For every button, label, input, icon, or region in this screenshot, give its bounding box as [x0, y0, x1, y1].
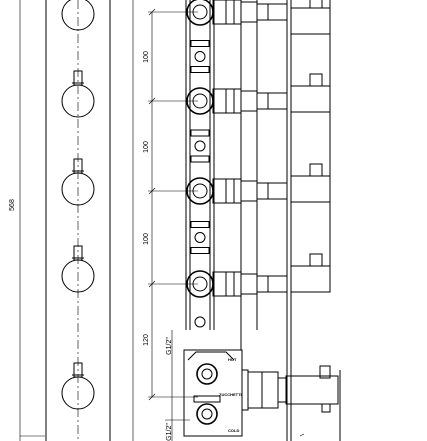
fixing-bracket: [190, 129, 210, 137]
thread-label-lower: G1/2": [166, 423, 173, 441]
fixing-hole: [194, 140, 206, 152]
valve-stem: [256, 182, 288, 200]
handle-front-2: [61, 70, 95, 118]
handle-side-body: [290, 85, 331, 113]
spacing-label-1: 100: [143, 51, 150, 63]
valve-sleeve: [212, 178, 242, 204]
valve-cartridge-2: [186, 87, 288, 163]
valves-group: [186, 0, 288, 328]
handle-side-1: [290, 0, 331, 35]
valve-spindle: [240, 273, 258, 295]
handle-side-lever: [309, 163, 323, 177]
mixing-body: HOT ZUCCHETTI COLD: [183, 349, 339, 437]
handle-front-1: [61, 0, 95, 31]
overall-dimension: 568: [9, 0, 45, 441]
brand-label: ZUCCHETTI: [219, 392, 242, 397]
thread-dimension: G1/2" G1/2": [165, 330, 190, 441]
valve-cartridge-4: [186, 270, 288, 298]
valve-spindle: [240, 1, 258, 23]
valve-sleeve: [212, 88, 242, 114]
spacing-label-4: 120: [143, 334, 150, 346]
valve-sleeve: [212, 0, 242, 25]
valve-spindle: [240, 90, 258, 112]
valve-inner: [192, 93, 208, 109]
handle-lever: [73, 158, 83, 174]
handles-group: [61, 0, 95, 410]
valve-stem: [256, 275, 288, 293]
handle-front-3: [61, 158, 95, 206]
fixing-bracket: [190, 155, 210, 163]
valve-inner: [192, 183, 208, 199]
handle-side-body: [290, 265, 331, 293]
valve-stem: [256, 3, 288, 21]
valve-body: [185, 0, 215, 330]
valve-sleeve: [212, 271, 242, 297]
handle-lever: [73, 362, 83, 378]
right-frame: [240, 0, 341, 441]
valve-inner: [192, 4, 208, 20]
fixing-bracket: [190, 40, 210, 47]
handle-side-2: [290, 73, 331, 113]
handle-front-4: [61, 245, 95, 293]
fixing-bracket: [190, 66, 210, 73]
handle-side-lever: [309, 0, 323, 9]
fixing-hole: [194, 232, 206, 243]
front-plate: [45, 0, 111, 441]
spacing-label-2: 100: [143, 141, 150, 153]
fixing-hole: [194, 51, 206, 62]
valve-spindle: [240, 180, 258, 202]
handle-side-lever: [309, 253, 323, 267]
valve-inner: [192, 276, 208, 292]
handle-side-body: [290, 175, 331, 203]
fixing-bracket: [190, 247, 210, 254]
handle-knob: [61, 0, 95, 31]
spacing-label-3: 100: [143, 233, 150, 245]
fixing-hole: [194, 316, 206, 328]
hot-label: HOT: [228, 357, 237, 362]
handle-lever: [73, 70, 83, 86]
handle-side-lever: [309, 73, 323, 87]
cold-label: COLD: [228, 428, 239, 433]
valve-stem: [256, 92, 288, 110]
handle-side-3: [290, 163, 331, 203]
side-handles-group: [290, 0, 331, 293]
valve-cartridge-3: [186, 177, 288, 254]
handle-lever: [73, 245, 83, 261]
overall-dimension-label: 568: [9, 199, 16, 211]
handle-side-4: [290, 253, 331, 293]
handle-side-body: [290, 7, 331, 35]
fixing-bracket: [190, 221, 210, 228]
valve-cartridge-1: [186, 0, 288, 73]
handle-front-5: [61, 362, 95, 410]
thread-label-upper: G1/2": [166, 337, 173, 355]
valve-outer: [186, 0, 214, 26]
